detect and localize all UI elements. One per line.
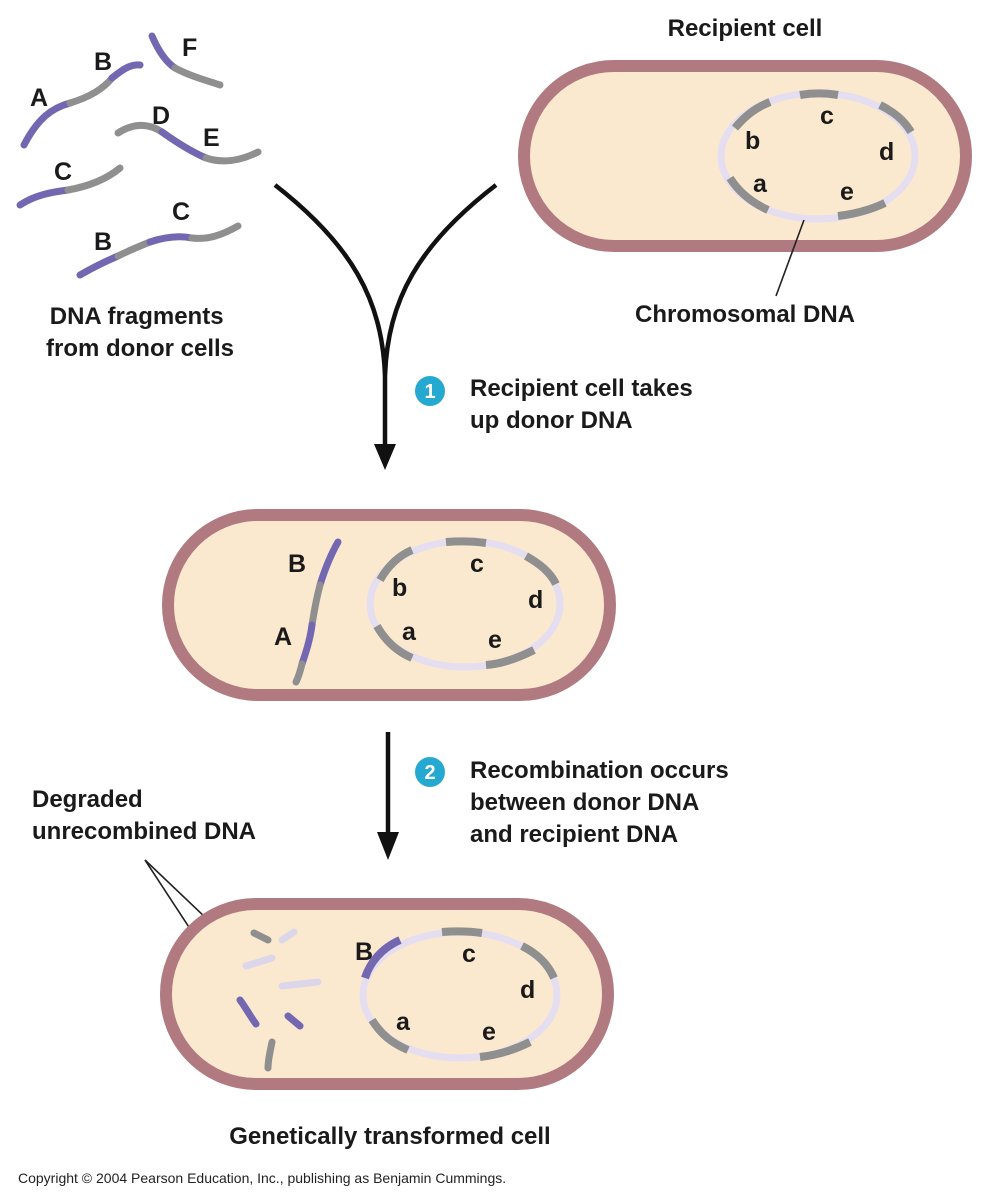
- copyright-notice: Copyright © 2004 Pearson Education, Inc.…: [18, 1170, 506, 1186]
- fragment-label-f: F: [182, 34, 197, 62]
- middle-gene-label-a: a: [402, 618, 417, 646]
- fragment-label-a: A: [30, 84, 48, 112]
- fragment-label-c-2: C: [172, 198, 190, 226]
- middle-fragment-label-b: B: [288, 550, 306, 578]
- middle-gene-label-d: d: [528, 586, 543, 614]
- transformed-gene-label-c: c: [462, 940, 476, 968]
- merge-arrow: [273, 183, 498, 470]
- transformed-gene-label-e: e: [482, 1018, 496, 1046]
- recipient-cell-title: Recipient cell: [668, 15, 823, 42]
- step-2-arrow: [377, 732, 399, 860]
- fragment-label-b: B: [94, 48, 112, 76]
- degraded-dna-pieces: [236, 928, 322, 1072]
- fragment-d-e: [114, 121, 262, 165]
- gene-label-e: e: [840, 178, 854, 206]
- fragment-f: [148, 32, 224, 89]
- transformed-fragment-label-b: B: [355, 938, 373, 966]
- step-2-badge: 2: [415, 757, 445, 787]
- step-1-text: Recipient cell takes up donor DNA: [470, 375, 699, 434]
- dna-fragments-label: DNA fragments from donor cells: [46, 303, 234, 362]
- gene-label-c: c: [820, 102, 834, 130]
- middle-gene-label-e: e: [488, 626, 502, 654]
- middle-gene-label-c: c: [470, 550, 484, 578]
- degraded-dna-label: Degraded unrecombined DNA: [32, 786, 256, 845]
- svg-text:1: 1: [424, 381, 435, 403]
- gene-label-d: d: [879, 138, 894, 166]
- fragment-c: [16, 164, 124, 209]
- middle-gene-label-b: b: [392, 574, 407, 602]
- chromosomal-dna-label: Chromosomal DNA: [635, 301, 855, 328]
- transformed-chromosome: [359, 927, 561, 1062]
- middle-chromosome: [366, 537, 564, 671]
- chromosomal-dna-pointer: [775, 219, 805, 297]
- transformed-gene-label-d: d: [520, 976, 535, 1004]
- fragment-b-c: [76, 222, 242, 279]
- step-2-text: Recombination occurs between donor DNA a…: [470, 757, 735, 848]
- gene-label-b: b: [745, 127, 760, 155]
- step-1-badge: 1: [415, 376, 445, 406]
- transformed-cell-wall: [160, 898, 614, 1090]
- recipient-chromosome: [717, 89, 919, 223]
- absorbed-donor-fragment: [292, 538, 342, 686]
- fragment-label-b-2: B: [94, 228, 112, 256]
- fragment-a-b: [20, 61, 144, 149]
- fragment-label-d: D: [152, 102, 170, 130]
- fragment-label-c: C: [54, 158, 72, 186]
- svg-text:2: 2: [424, 762, 435, 784]
- middle-fragment-label-a: A: [274, 623, 292, 651]
- transformed-cell-label: Genetically transformed cell: [229, 1123, 550, 1150]
- gene-label-a: a: [753, 170, 768, 198]
- donor-dna-fragments: [16, 32, 262, 279]
- fragment-label-e: E: [203, 124, 220, 152]
- recipient-cell-wall: [518, 60, 972, 252]
- transformed-gene-label-a: a: [396, 1008, 411, 1036]
- middle-cell-wall: [162, 509, 616, 701]
